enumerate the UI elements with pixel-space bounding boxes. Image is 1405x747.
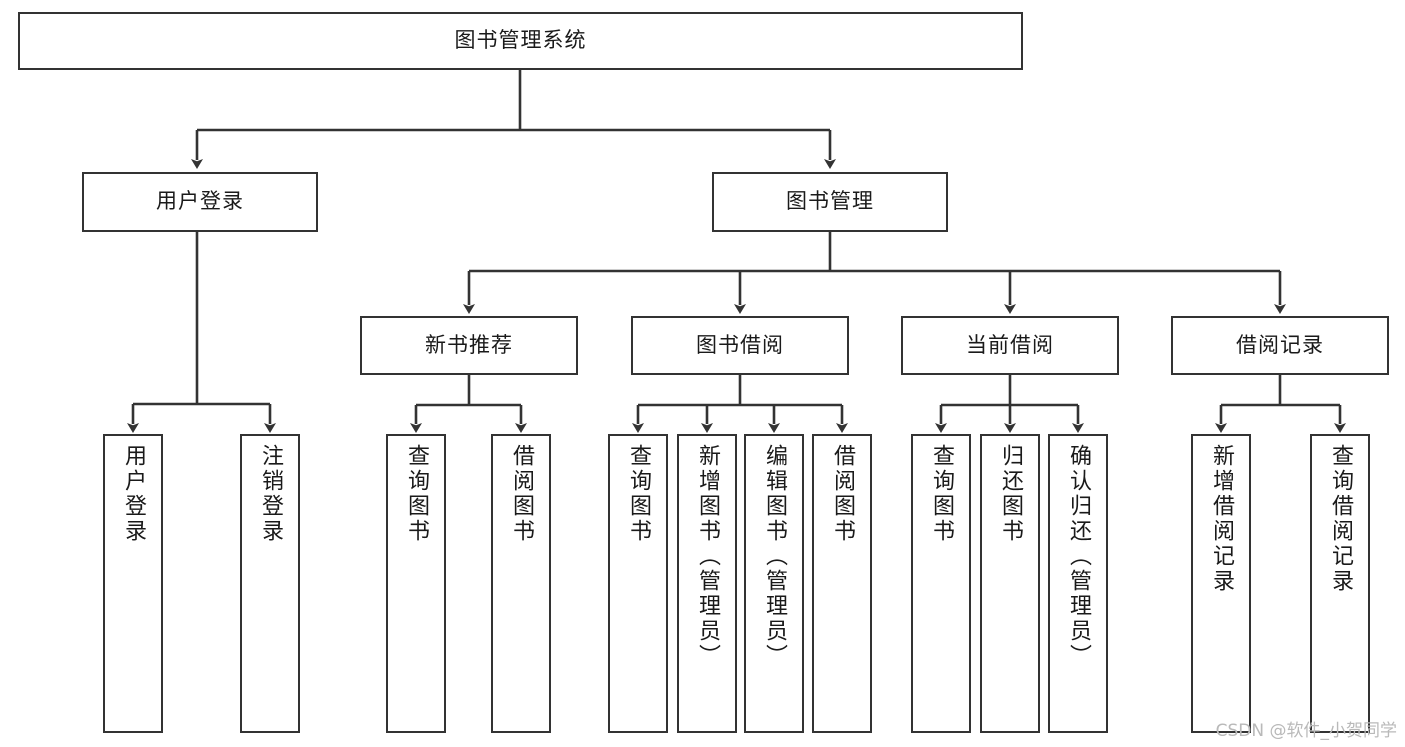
node-root[interactable]: 图书管理系统 <box>18 12 1023 70</box>
node-leaf-query-book-3-label: 查询图书 <box>929 444 954 544</box>
node-leaf-borrow-book-2-label: 借阅图书 <box>830 444 855 544</box>
node-leaf-edit-book-admin-label: 编辑图书（管理员） <box>762 444 787 669</box>
node-leaf-query-book-1-label: 查询图书 <box>404 444 429 544</box>
node-leaf-borrow-book-1-label: 借阅图书 <box>509 444 534 544</box>
node-leaf-query-book-2-label: 查询图书 <box>626 444 651 544</box>
node-leaf-query-book-2[interactable]: 查询图书 <box>608 434 668 733</box>
node-leaf-add-borrow-record-label: 新增借阅记录 <box>1209 444 1234 594</box>
node-leaf-query-borrow-record-label: 查询借阅记录 <box>1328 444 1353 594</box>
node-leaf-user-login-label: 用户登录 <box>121 444 146 544</box>
node-current-borrow-label: 当前借阅 <box>966 332 1054 357</box>
node-borrow-record-label: 借阅记录 <box>1236 332 1324 357</box>
node-leaf-query-borrow-record[interactable]: 查询借阅记录 <box>1310 434 1370 733</box>
node-leaf-query-book-1[interactable]: 查询图书 <box>386 434 446 733</box>
node-leaf-edit-book-admin[interactable]: 编辑图书（管理员） <box>744 434 804 733</box>
node-leaf-add-borrow-record[interactable]: 新增借阅记录 <box>1191 434 1251 733</box>
node-book-manage[interactable]: 图书管理 <box>712 172 948 232</box>
watermark-text: CSDN @软件_小贺同学 <box>1215 721 1397 741</box>
node-leaf-return-book[interactable]: 归还图书 <box>980 434 1040 733</box>
node-leaf-confirm-return-admin[interactable]: 确认归还（管理员） <box>1048 434 1108 733</box>
node-leaf-borrow-book-2[interactable]: 借阅图书 <box>812 434 872 733</box>
node-user-login[interactable]: 用户登录 <box>82 172 318 232</box>
node-new-book-recommend[interactable]: 新书推荐 <box>360 316 578 375</box>
node-leaf-user-login[interactable]: 用户登录 <box>103 434 163 733</box>
node-book-manage-label: 图书管理 <box>786 189 874 214</box>
node-leaf-return-book-label: 归还图书 <box>998 444 1023 544</box>
node-leaf-logout-login[interactable]: 注销登录 <box>240 434 300 733</box>
node-current-borrow[interactable]: 当前借阅 <box>901 316 1119 375</box>
node-leaf-borrow-book-1[interactable]: 借阅图书 <box>491 434 551 733</box>
node-leaf-logout-login-label: 注销登录 <box>258 444 283 544</box>
node-leaf-add-book-admin[interactable]: 新增图书（管理员） <box>677 434 737 733</box>
node-root-label: 图书管理系统 <box>454 28 587 53</box>
node-book-borrow[interactable]: 图书借阅 <box>631 316 849 375</box>
node-borrow-record[interactable]: 借阅记录 <box>1171 316 1389 375</box>
node-user-login-label: 用户登录 <box>156 189 244 214</box>
node-leaf-confirm-return-admin-label: 确认归还（管理员） <box>1066 444 1091 669</box>
node-leaf-add-book-admin-label: 新增图书（管理员） <box>695 444 720 669</box>
node-book-borrow-label: 图书借阅 <box>696 332 784 357</box>
node-leaf-query-book-3[interactable]: 查询图书 <box>911 434 971 733</box>
node-new-book-recommend-label: 新书推荐 <box>425 332 513 357</box>
